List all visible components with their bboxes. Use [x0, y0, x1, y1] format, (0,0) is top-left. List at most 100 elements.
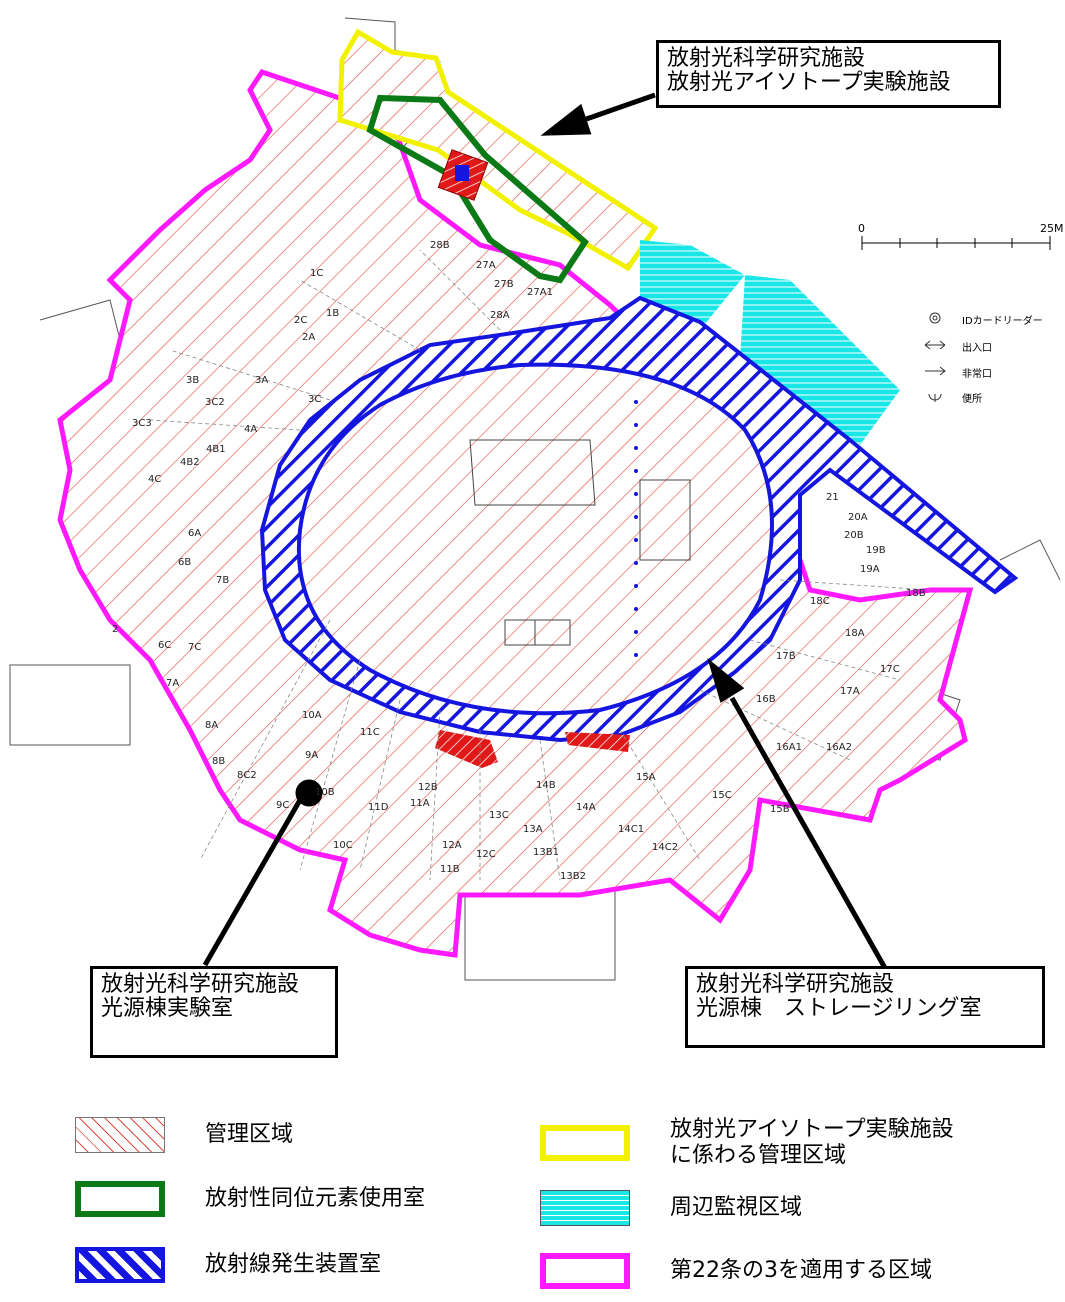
callout-light-source-lab-line2: 光源棟実験室: [101, 996, 234, 1021]
ri-facility-area: [337, 28, 659, 272]
ri-use-room: [366, 94, 589, 284]
bl-label: 9C: [276, 800, 289, 811]
bl-label: 18A: [845, 628, 865, 639]
bl-label: 14B: [536, 780, 556, 791]
inner-structures: [469, 439, 691, 646]
entrance-label: 出入口: [962, 343, 992, 354]
bl-label: 27B: [494, 279, 514, 290]
legend-label: 放射線発生装置室: [205, 1252, 382, 1277]
legend-label: 放射光アイソトープ実験施設 に係わる管理区域: [670, 1117, 954, 1169]
legend-label: 管理区域: [205, 1122, 294, 1147]
bl-label: 13C: [489, 810, 509, 821]
bl-label: 9A: [305, 750, 318, 761]
bl-label: 3B: [186, 375, 199, 386]
bl-label: 20A: [848, 512, 868, 523]
bl-label: 16A2: [826, 742, 852, 753]
callout-storage-ring-line2: 光源棟 ストレージリング室: [696, 996, 982, 1021]
bl-label: 11B: [440, 864, 460, 875]
bl-label: 4A: [244, 424, 257, 435]
callout-storage-ring: 放射光科学研究施設 光源棟 ストレージリング室: [685, 966, 1045, 1048]
bl-label: 2C: [294, 315, 307, 326]
legend-label: 第22条の3を適用する区域: [670, 1258, 932, 1283]
callout-ri-facility-line2: 放射光アイソトープ実験施設: [667, 70, 951, 95]
callout-light-source-lab: 放射光科学研究施設 光源棟実験室: [90, 966, 338, 1058]
dotted-line: [634, 400, 638, 657]
bl-label: 3C3: [132, 418, 152, 429]
toilet-icon: [928, 393, 942, 402]
bl-label: 1C: [310, 268, 323, 279]
toilet-label: 便所: [962, 394, 982, 405]
bl-label: 13B2: [560, 871, 586, 882]
card-reader-icon: [929, 312, 941, 324]
bl-label: 4C: [148, 474, 161, 485]
callout-light-source-lab-line1: 放射光科学研究施設: [101, 972, 300, 997]
bl-label: 18B: [906, 588, 926, 599]
monitoring-area-2: [740, 275, 900, 445]
legend-swatch-blue-hatch: [75, 1247, 165, 1283]
beamline-labels: 28B 27A 27B 27A1 28A 1C 1B 2C 2A 3A 3B 3…: [112, 240, 926, 882]
bl-label: 11D: [368, 802, 389, 813]
bl-label: 12B: [418, 782, 438, 793]
legend-management-area: 管理区域: [75, 1117, 293, 1153]
bl-label: 2: [112, 624, 118, 635]
bl-label: 28B: [430, 240, 450, 251]
bl-label: 8B: [212, 756, 225, 767]
bl-label: 28A: [490, 310, 510, 321]
bl-label: 12C: [476, 849, 496, 860]
scale-bar: [861, 236, 1051, 250]
bl-label: 16B: [756, 694, 776, 705]
bl-label: 3A: [255, 375, 268, 386]
legend-label-line2: に係わる管理区域: [670, 1143, 847, 1168]
legend-swatch-yellow: [540, 1125, 630, 1161]
emergency-exit-icon: [925, 366, 946, 376]
bl-label: 27A: [476, 260, 496, 271]
callout-storage-ring-line1: 放射光科学研究施設: [696, 972, 895, 997]
emergency-exit-label: 非常口: [962, 369, 992, 380]
bl-label: 17A: [840, 686, 860, 697]
callout-ri-facility-line1: 放射光科学研究施設: [667, 46, 866, 71]
bl-label: 8C2: [237, 770, 257, 781]
bl-label: 2A: [302, 332, 315, 343]
bl-label: 4B2: [180, 457, 200, 468]
symbol-key-icons: [924, 312, 946, 402]
bl-label: 7C: [188, 642, 201, 653]
bl-label: 3C: [308, 394, 321, 405]
bl-label: 19A: [860, 564, 880, 575]
entrance-icon: [924, 340, 946, 350]
legend-label: 周辺監視区域: [670, 1195, 803, 1220]
bl-label: 15B: [770, 804, 790, 815]
card-reader-label: IDカードリーダー: [962, 316, 1043, 327]
storage-ring-room: [259, 295, 1019, 743]
bl-label: 17B: [776, 651, 796, 662]
bl-label: 14A: [576, 802, 596, 813]
legend-monitoring-area: 周辺監視区域: [540, 1190, 802, 1226]
red-block-left: [435, 730, 498, 768]
bl-label: 7B: [216, 575, 229, 586]
ri-blue-block: [455, 165, 469, 181]
scale-end-label: 25M: [1040, 222, 1064, 235]
bl-label: 6B: [178, 557, 191, 568]
bl-label: 8A: [205, 720, 218, 731]
callout-ri-facility: 放射光科学研究施設 放射光アイソトープ実験施設: [656, 40, 1001, 108]
bl-label: 14C2: [652, 842, 678, 853]
bl-label: 1B: [326, 308, 339, 319]
bl-label: 12A: [442, 840, 462, 851]
bl-label: 13A: [523, 824, 543, 835]
legend-ri-facility-area: 放射光アイソトープ実験施設 に係わる管理区域: [540, 1117, 954, 1169]
legend-swatch-red-hatch: [75, 1117, 165, 1153]
legend-radiation-room: 放射線発生装置室: [75, 1247, 381, 1283]
bl-label: 14C1: [618, 824, 644, 835]
bl-label: 6A: [188, 528, 201, 539]
bl-label: 10C: [333, 840, 353, 851]
legend-label: 放射性同位元素使用室: [205, 1186, 426, 1211]
legend-article-22-area: 第22条の3を適用する区域: [540, 1253, 932, 1289]
bl-label: 11A: [410, 798, 430, 809]
bl-label: 10B: [315, 787, 335, 798]
bl-label: 15C: [712, 790, 732, 801]
bl-label: 21: [826, 492, 839, 503]
bl-label: 3C2: [205, 397, 225, 408]
bl-label: 17C: [880, 664, 900, 675]
bl-label: 18C: [810, 596, 830, 607]
bl-label: 15A: [636, 772, 656, 783]
